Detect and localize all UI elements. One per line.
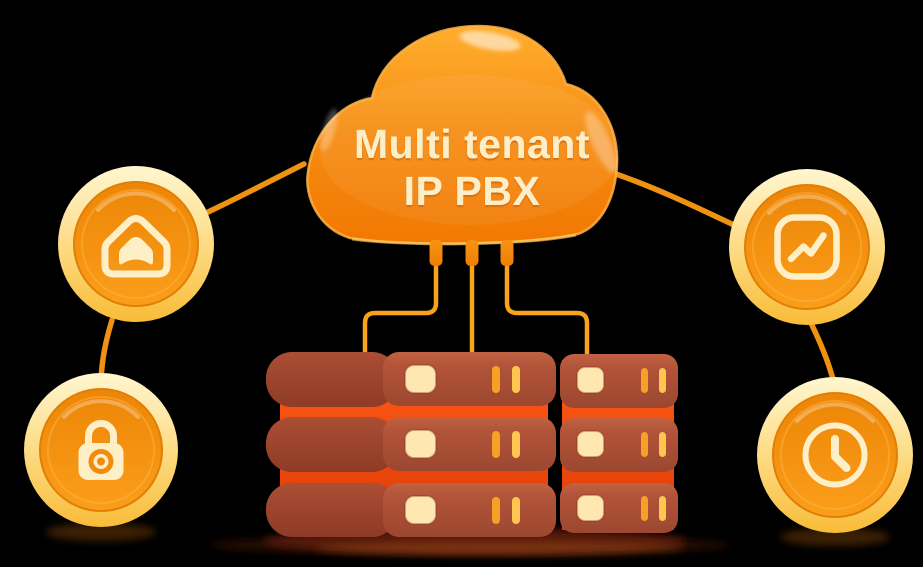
trend-chart-icon xyxy=(774,214,840,280)
clock-icon xyxy=(802,422,868,488)
cable-right xyxy=(504,249,590,369)
server-unit xyxy=(560,418,678,472)
cloud-gloss-right xyxy=(585,111,617,173)
connector-home-to-lock-line xyxy=(98,317,115,383)
badge-time xyxy=(757,377,913,533)
server-tower-side xyxy=(266,352,398,537)
server-vent-bar xyxy=(659,496,666,521)
server-unit xyxy=(383,483,556,537)
server-unit xyxy=(560,354,678,408)
server-indicator-light xyxy=(576,366,605,394)
cable-plugs xyxy=(429,240,514,266)
cloud-sheen xyxy=(320,75,620,225)
cloud-bottom-rim-highlight xyxy=(351,233,577,246)
cloud-title-line1: Multi tenant xyxy=(354,121,590,167)
lock-icon xyxy=(78,420,124,480)
clock-hands xyxy=(831,435,851,472)
badge-gloss xyxy=(767,194,847,215)
server-vent-bar xyxy=(492,366,500,393)
server-vent-bar xyxy=(659,368,666,393)
badge-gloss xyxy=(96,191,176,212)
server-unit xyxy=(383,352,556,406)
server-vent-bar xyxy=(492,497,500,524)
badge-inner-ring xyxy=(780,400,890,510)
connector-cloud-to-chart-line xyxy=(607,169,739,229)
server-vent-bar xyxy=(512,431,520,458)
badge-shadow xyxy=(46,523,156,541)
cable-plug xyxy=(465,240,479,266)
server-tower-back xyxy=(560,354,678,533)
server-vent-bar xyxy=(512,366,520,393)
server-indicator-light xyxy=(576,430,605,458)
server-vent-bar xyxy=(641,496,648,521)
badge-analytics xyxy=(729,169,885,325)
lock-keyhole-dot xyxy=(97,457,105,466)
connector-home-to-cloud-line xyxy=(203,161,307,216)
server-indicator-light xyxy=(404,495,437,525)
connector-chart-to-clock-line xyxy=(808,320,837,386)
badge-shadow xyxy=(780,528,890,546)
cable-plug xyxy=(500,240,514,266)
badge-gloss xyxy=(62,399,140,419)
cloud: Multi tenant IP PBX xyxy=(306,24,620,266)
server-indicator-light xyxy=(404,364,437,394)
badge-inner-ring xyxy=(47,396,155,504)
lock-keyhole-ring xyxy=(88,449,114,474)
home-icon xyxy=(101,215,171,278)
badge-security xyxy=(24,373,178,527)
cloud-server-cables xyxy=(362,249,590,369)
server-vent-bar xyxy=(512,497,520,524)
server-vent-bar xyxy=(641,368,648,393)
server-tower-front xyxy=(383,352,556,537)
cloud-gloss-left xyxy=(320,108,338,152)
cloud-title-line2: IP PBX xyxy=(404,168,541,214)
badge-home xyxy=(58,166,214,322)
server-vent-bar xyxy=(641,432,648,457)
cable-plug xyxy=(429,240,443,266)
server-unit xyxy=(383,417,556,471)
server-unit xyxy=(560,483,678,533)
cable-left xyxy=(362,249,439,365)
cloud-gloss-top xyxy=(459,31,521,51)
server-stack xyxy=(266,352,678,537)
server-vent-bar xyxy=(659,432,666,457)
badge-inner-ring xyxy=(752,192,862,302)
server-indicator-light xyxy=(404,429,437,459)
badge-inner-ring xyxy=(81,189,191,299)
server-vent-bar xyxy=(492,431,500,458)
badge-gloss xyxy=(795,402,875,423)
server-indicator-light xyxy=(576,494,605,522)
